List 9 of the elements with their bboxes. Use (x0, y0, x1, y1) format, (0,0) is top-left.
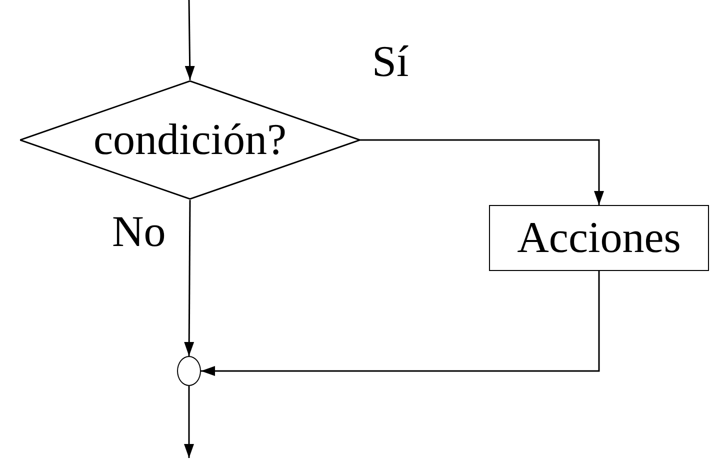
process-box (489, 205, 709, 271)
arrow (184, 0, 195, 80)
connector-circle (177, 356, 201, 386)
node-label: condición? (93, 118, 287, 162)
arrow (360, 139, 604, 205)
arrow (201, 271, 600, 376)
arrow (184, 386, 194, 458)
node-label: Acciones (517, 216, 681, 260)
arrow (184, 200, 194, 356)
